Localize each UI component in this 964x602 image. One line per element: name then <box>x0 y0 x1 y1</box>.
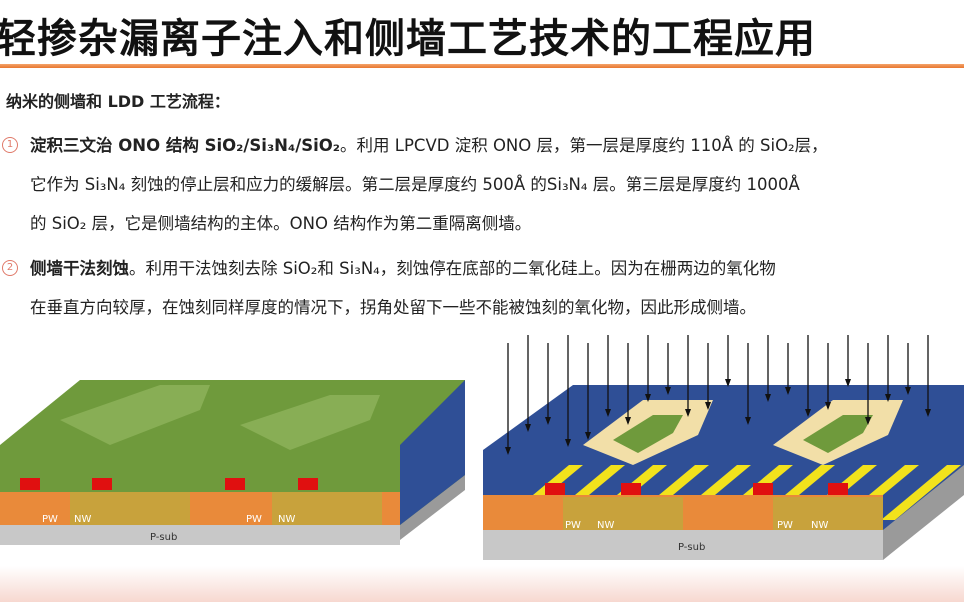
title-divider <box>0 64 964 68</box>
list-item-1: 1 淀积三文治 ONO 结构 SiO₂/Si₃N₄/SiO₂。利用 LPCVD … <box>2 126 828 243</box>
arrow-down-icon <box>725 379 731 387</box>
psub-layer <box>483 530 883 560</box>
arrow-down-icon <box>905 387 911 395</box>
gate <box>298 478 318 490</box>
blue-side <box>400 380 465 525</box>
arrow-down-icon <box>705 402 711 410</box>
item-heading: 淀积三文治 ONO 结构 SiO₂/Si₃N₄/SiO₂ <box>30 136 341 155</box>
arrow-down-icon <box>885 394 891 402</box>
oxide-front <box>0 480 400 492</box>
slide-footer <box>0 566 964 602</box>
arrow-down-icon <box>565 439 571 447</box>
list-item-2: 2 侧墙干法刻蚀。利用干法蚀刻去除 SiO₂和 Si₃N₄，刻蚀停在底部的二氧化… <box>2 249 776 327</box>
nwell <box>272 492 382 525</box>
gate <box>92 478 112 490</box>
right-diagram-spacer-etch: PW NW PW NW P-sub <box>483 335 964 560</box>
arrow-down-icon <box>785 387 791 395</box>
arrow-down-icon <box>525 424 531 432</box>
arrow-down-icon <box>665 387 671 395</box>
arrow-down-icon <box>685 409 691 417</box>
gate <box>545 483 565 495</box>
item-text: 的 SiO₂ 层，它是侧墙结构的主体。ONO 结构作为第二重隔离侧墙。 <box>30 214 532 233</box>
nwell <box>773 497 883 530</box>
nw-label: NW <box>811 520 828 531</box>
arrow-down-icon <box>605 409 611 417</box>
slide-title: 轻掺杂漏离子注入和侧墙工艺技术的工程应用 <box>0 16 816 62</box>
item-text: 。利用干法蚀刻去除 SiO₂和 Si₃N₄，刻蚀停在底部的二氧化硅上。因为在栅两… <box>129 259 776 278</box>
gate <box>828 483 848 495</box>
arrow-down-icon <box>925 409 931 417</box>
item-text: 在垂直方向较厚，在蚀刻同样厚度的情况下，拐角处留下一些不能被蚀刻的氧化物，因此形… <box>30 298 756 317</box>
nw-label: NW <box>74 514 91 525</box>
psub-layer <box>0 525 400 545</box>
ridge-inner <box>803 415 873 453</box>
psub-label: P-sub <box>678 542 705 553</box>
pw-label: PW <box>246 514 262 525</box>
ridge-inner <box>613 415 683 453</box>
arrow-down-icon <box>845 379 851 387</box>
arrow-down-icon <box>745 417 751 425</box>
gate <box>753 483 773 495</box>
nwell <box>563 497 683 530</box>
gate-ridge <box>60 385 210 445</box>
left-diagram-oxide-deposition: PW NW PW NW P-sub <box>0 380 465 545</box>
arrow-down-icon <box>625 417 631 425</box>
arrow-down-icon <box>765 394 771 402</box>
arrow-down-icon <box>545 417 551 425</box>
gate-ridge <box>240 395 380 450</box>
nw-label: NW <box>278 514 295 525</box>
nwell <box>70 492 190 525</box>
yellow-stripe <box>881 465 961 520</box>
item-text: 。利用 LPCVD 淀积 ONO 层，第一层是厚度约 110Å 的 SiO₂层， <box>340 136 828 155</box>
etch-arrows <box>505 335 931 455</box>
arrow-down-icon <box>585 432 591 440</box>
item-heading: 侧墙干法刻蚀 <box>30 259 129 278</box>
pw-label: PW <box>565 520 581 531</box>
number-badge: 2 <box>2 260 18 276</box>
gate <box>20 478 40 490</box>
item-text: 它作为 Si₃N₄ 刻蚀的停止层和应力的缓解层。第二层是厚度约 500Å 的Si… <box>30 175 800 194</box>
arrow-down-icon <box>865 417 871 425</box>
pw-label: PW <box>777 520 793 531</box>
gate <box>621 483 641 495</box>
number-badge: 1 <box>2 137 18 153</box>
section-heading: 纳米的侧墙和 LDD 工艺流程： <box>6 92 230 111</box>
arrow-down-icon <box>825 402 831 410</box>
pw-label: PW <box>42 514 58 525</box>
arrow-down-icon <box>805 409 811 417</box>
psub-label: P-sub <box>150 532 177 543</box>
nw-label: NW <box>597 520 614 531</box>
arrow-down-icon <box>645 394 651 402</box>
gate <box>225 478 245 490</box>
arrow-down-icon <box>505 447 511 455</box>
